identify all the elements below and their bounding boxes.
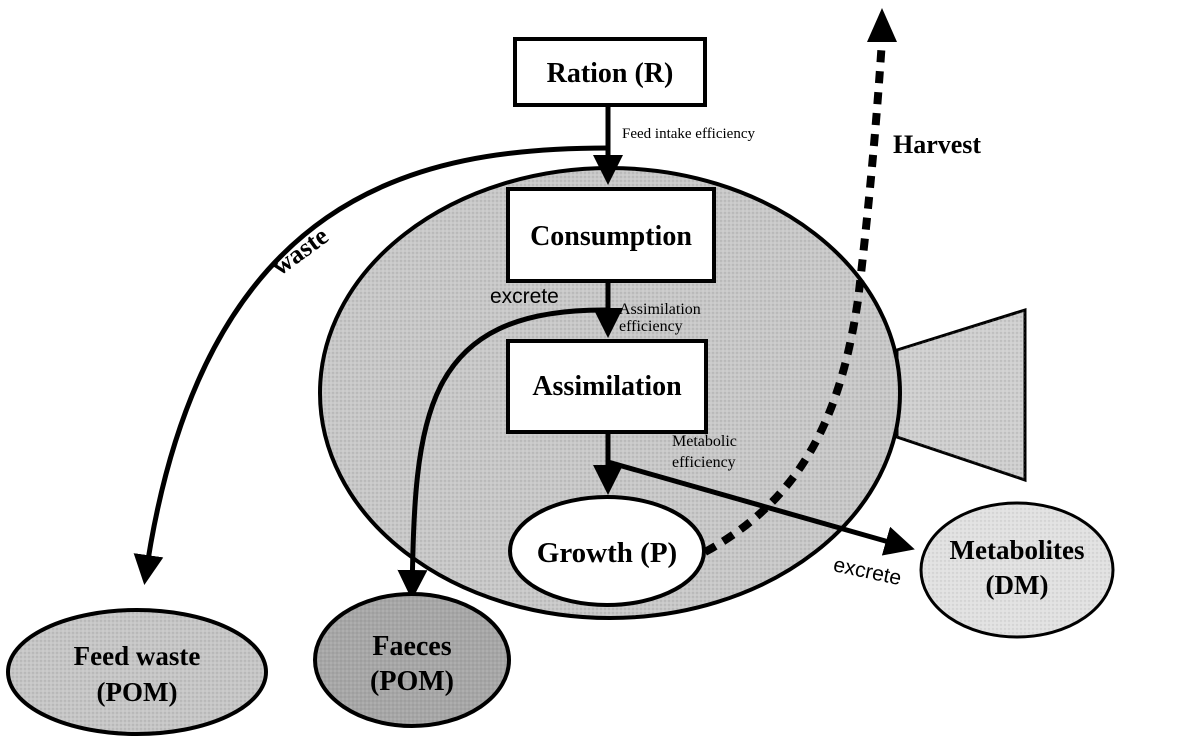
metabolites-label-line2: (DM)	[986, 570, 1049, 600]
metabolic-efficiency-label-line1: Metabolic	[672, 433, 737, 450]
assimilation-efficiency-label-line1: Assimilation	[619, 301, 701, 318]
assimilation-efficiency-label-line2: efficiency	[619, 318, 683, 335]
feed-waste-label-line1: Feed waste	[74, 641, 201, 671]
metabolites-label-line1: Metabolites	[950, 535, 1085, 565]
harvest-arrowhead	[867, 8, 897, 42]
waste-arrow	[133, 145, 609, 585]
feed-intake-efficiency-label: Feed intake efficiency	[622, 126, 755, 142]
excrete-metabolites-arrow	[607, 459, 915, 556]
faeces-label-line1: Faeces	[372, 631, 451, 662]
growth-node	[508, 495, 706, 607]
growth-label: Growth (P)	[537, 537, 677, 569]
faeces-label-line2: (POM)	[370, 666, 454, 697]
excrete-faeces-label: excrete	[490, 285, 559, 308]
feed-waste-label-line2: (POM)	[97, 677, 178, 707]
assimilation-label: Assimilation	[532, 371, 682, 402]
ration-box	[513, 37, 707, 107]
waste-label: waste	[266, 221, 333, 281]
assimilation-box	[506, 339, 708, 434]
consumption-box	[506, 187, 716, 283]
harvest-label: Harvest	[893, 130, 981, 159]
consumption-label: Consumption	[530, 221, 692, 252]
excrete-faeces-arrow	[397, 307, 609, 600]
metabolic-efficiency-label-line2: efficiency	[672, 454, 736, 471]
ration-label: Ration (R)	[547, 58, 674, 89]
excrete-metabolites-label: excrete	[831, 553, 903, 590]
harvest-arrow	[703, 39, 886, 556]
